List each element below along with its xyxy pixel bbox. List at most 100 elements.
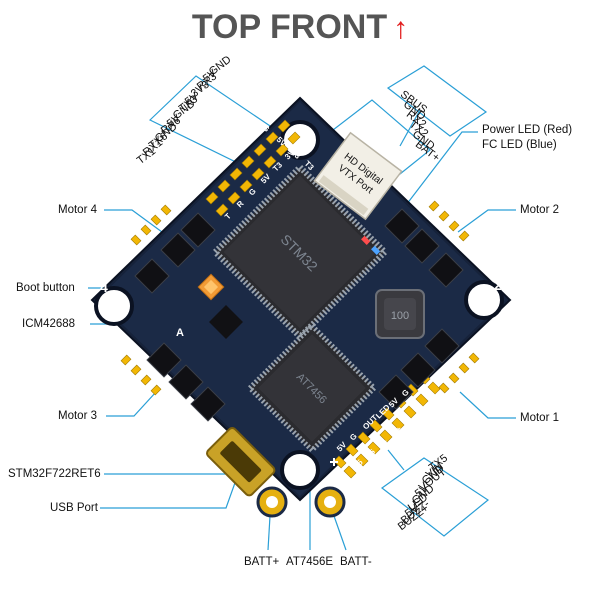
corner-num-3: 3 bbox=[98, 333, 106, 349]
solder-pad bbox=[227, 191, 241, 205]
right-pin-bracket bbox=[386, 65, 488, 137]
motor2-callout bbox=[457, 209, 516, 233]
mosfet-chip bbox=[404, 228, 440, 264]
motor4-callout bbox=[104, 209, 163, 233]
motor1-callout bbox=[459, 391, 516, 419]
usb-port-label: USB Port bbox=[50, 502, 98, 514]
solder-pad bbox=[357, 431, 371, 445]
mosfet-chip bbox=[190, 386, 226, 422]
mosfet-chip bbox=[384, 208, 420, 244]
mcu-label: STM32F722RET6 bbox=[8, 468, 101, 480]
solder-pad bbox=[150, 384, 162, 396]
up-arrow-icon: ↑ bbox=[393, 12, 409, 45]
fc-led-label: FC LED (Blue) bbox=[482, 139, 557, 151]
mosfet-chip bbox=[134, 258, 170, 294]
solder-pad bbox=[120, 354, 132, 366]
corner-num-1: 1 bbox=[500, 333, 508, 349]
solder-pad bbox=[287, 131, 301, 145]
solder-pad bbox=[379, 429, 393, 443]
mosfet-chip bbox=[428, 252, 464, 288]
corner-num-4: 4 bbox=[100, 279, 108, 295]
silk-mark-a: A bbox=[176, 327, 184, 339]
solder-pad bbox=[277, 119, 291, 133]
solder-pad bbox=[263, 155, 277, 169]
power-led-label: Power LED (Red) bbox=[482, 124, 573, 136]
page-title: TOP FRONT↑ bbox=[0, 8, 600, 47]
mosfet-chip bbox=[168, 364, 204, 400]
batt-minus-callout bbox=[333, 515, 347, 551]
solder-pad bbox=[215, 203, 229, 217]
imu-chip bbox=[209, 305, 243, 339]
usb-port bbox=[206, 427, 276, 497]
inductor-marking: 100 bbox=[391, 310, 409, 322]
mount-hole-left bbox=[94, 286, 134, 326]
solder-pad bbox=[253, 143, 267, 157]
motor3-label: Motor 3 bbox=[58, 410, 97, 422]
top-left-pad-row-2 bbox=[215, 131, 301, 217]
bottom-pin-leader bbox=[387, 449, 405, 471]
solder-pad bbox=[427, 381, 441, 395]
solder-pad bbox=[333, 455, 347, 469]
silk-top-label-2: G bbox=[247, 187, 258, 198]
usb-callout bbox=[100, 479, 237, 509]
solder-pad bbox=[438, 382, 450, 394]
solder-pad bbox=[140, 224, 152, 236]
solder-pad bbox=[140, 374, 152, 386]
solder-pad bbox=[438, 210, 450, 222]
motor3-callout bbox=[106, 391, 157, 417]
solder-pad bbox=[265, 131, 279, 145]
solder-pad bbox=[130, 364, 142, 376]
plus-marker bbox=[330, 458, 338, 466]
power-inductor: 100 bbox=[375, 289, 425, 339]
fc-led bbox=[371, 245, 381, 255]
solder-pad bbox=[403, 405, 417, 419]
title-text: TOP FRONT bbox=[191, 8, 388, 46]
silk-top-label-2: R bbox=[235, 199, 246, 210]
motor1-label: Motor 1 bbox=[520, 412, 559, 424]
silk-top-label-2: T bbox=[223, 212, 233, 222]
mount-hole-right bbox=[464, 280, 504, 320]
solder-pad bbox=[241, 155, 255, 169]
mounting-holes bbox=[94, 120, 504, 490]
mosfet-chip bbox=[160, 232, 196, 268]
mosfet-chip bbox=[180, 212, 216, 248]
mosfet-chip bbox=[424, 328, 460, 364]
imu-label: ICM42688 bbox=[22, 318, 76, 330]
status-leds bbox=[361, 235, 381, 255]
esc-mosfets bbox=[134, 208, 464, 422]
solder-pad bbox=[415, 393, 429, 407]
osd-chip: AT7456 bbox=[246, 322, 378, 454]
motor2-label: Motor 2 bbox=[520, 204, 559, 216]
hd-vtx-connector: HD Digital VTX Port bbox=[313, 131, 403, 221]
top-left-pad-row bbox=[205, 119, 291, 205]
solder-pad bbox=[205, 191, 219, 205]
power-led bbox=[361, 235, 371, 245]
solder-pad bbox=[391, 417, 405, 431]
bottom-pin-bracket bbox=[380, 457, 490, 537]
solder-pad bbox=[458, 362, 470, 374]
solder-pad bbox=[345, 443, 359, 457]
corner-num-2: 2 bbox=[494, 277, 502, 293]
led-callout bbox=[389, 131, 478, 227]
solder-pad bbox=[160, 204, 172, 216]
batt-plus-callout bbox=[267, 515, 271, 551]
motor4-label: Motor 4 bbox=[58, 204, 97, 216]
mosfet-chip bbox=[400, 352, 436, 388]
solder-pad bbox=[458, 230, 470, 242]
solder-pad bbox=[428, 200, 440, 212]
mosfet-chip bbox=[146, 342, 182, 378]
motor2-pads bbox=[428, 200, 470, 242]
solder-pad bbox=[381, 407, 395, 421]
solder-pad bbox=[217, 179, 231, 193]
motor4-pads bbox=[130, 204, 172, 246]
solder-pad bbox=[448, 220, 460, 232]
solder-pad bbox=[251, 167, 265, 181]
solder-pad bbox=[343, 465, 357, 479]
mosfet-chip bbox=[378, 374, 414, 410]
solder-pad bbox=[367, 441, 381, 455]
solder-pad bbox=[239, 179, 253, 193]
solder-pad bbox=[275, 143, 289, 157]
bottom-right-pad-row-2 bbox=[343, 381, 441, 479]
